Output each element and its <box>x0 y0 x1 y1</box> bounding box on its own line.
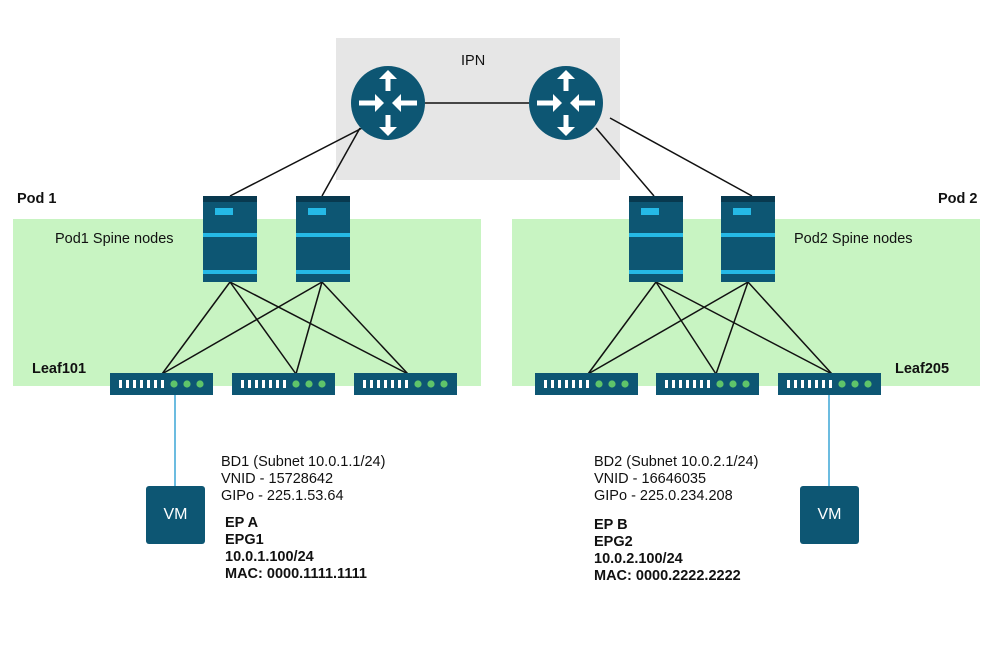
leaf-switch-icon <box>656 373 759 395</box>
pod2-label: Pod 2 <box>938 191 978 207</box>
leaf-switch-icon <box>110 373 213 395</box>
link-p1-s1-l3 <box>229 281 409 375</box>
bd2-subnet: BD2 (Subnet 10.0.2.1/24) <box>594 454 759 470</box>
link-router2-spine4 <box>609 117 753 197</box>
spine-switch-icon <box>629 196 683 282</box>
pod2-spine-label: Pod2 Spine nodes <box>794 231 913 247</box>
bd2-vnid: VNID - 16646035 <box>594 471 707 487</box>
pod1-spine-label: Pod1 Spine nodes <box>55 231 174 247</box>
link-p2-s1-l1 <box>587 281 657 375</box>
ep-a-name: EP A <box>225 515 259 531</box>
bd1-info: BD1 (Subnet 10.0.1.1/24) VNID - 15728642… <box>221 454 385 505</box>
ep-b-info: EP B EPG2 10.0.2.100/24 MAC: 0000.2222.2… <box>594 517 741 585</box>
leaf-switch-icon <box>354 373 457 395</box>
links <box>161 102 833 375</box>
ep-a-mac: MAC: 0000.1111.1111 <box>225 566 367 582</box>
pod1-label: Pod 1 <box>17 191 57 207</box>
leaf-switch-icon <box>778 373 881 395</box>
ep-a-info: EP A EPG1 10.0.1.100/24 MAC: 0000.1111.1… <box>225 515 367 583</box>
link-p1-s1-l2 <box>229 281 297 375</box>
vm-box <box>146 486 205 544</box>
ep-a-ip: 10.0.1.100/24 <box>225 549 314 565</box>
spine-switch-icon <box>203 196 257 282</box>
link-router1-spine1 <box>229 123 371 197</box>
bd1-subnet: BD1 (Subnet 10.0.1.1/24) <box>221 454 386 470</box>
vm-label: VM <box>163 506 188 523</box>
link-p2-s2-l1 <box>587 281 749 375</box>
vm-label: VM <box>817 506 842 523</box>
link-p1-s2-l2 <box>295 281 323 375</box>
ep-a-epg: EPG1 <box>225 532 264 548</box>
ep-b-mac: MAC: 0000.2222.2222 <box>594 568 741 584</box>
leaf205-label: Leaf205 <box>895 361 950 377</box>
router-icon <box>529 66 603 140</box>
link-p2-s2-l2 <box>715 281 749 375</box>
bd2-info: BD2 (Subnet 10.0.2.1/24) VNID - 16646035… <box>594 454 758 505</box>
link-router1-spine2 <box>321 127 361 197</box>
spine-switch-icon <box>296 196 350 282</box>
link-p1-s2-l3 <box>321 281 409 375</box>
router-icon <box>351 66 425 140</box>
bd2-gipo: GIPo - 225.0.234.208 <box>594 488 733 504</box>
ep-b-epg: EPG2 <box>594 534 633 550</box>
link-p2-s1-l2 <box>655 281 717 375</box>
link-p1-s2-l1 <box>161 281 323 375</box>
ipn-label: IPN <box>461 53 486 69</box>
link-router2-spine3 <box>595 127 655 197</box>
link-p2-s2-l3 <box>747 281 833 375</box>
ep-b-ip: 10.0.2.100/24 <box>594 551 683 567</box>
bd1-gipo: GIPo - 225.1.53.64 <box>221 488 344 504</box>
vm-box <box>800 486 859 544</box>
spine-switch-icon <box>721 196 775 282</box>
link-p2-s1-l3 <box>655 281 833 375</box>
bd1-vnid: VNID - 15728642 <box>221 471 334 487</box>
leaf101-label: Leaf101 <box>32 361 87 377</box>
leaf-switch-icon <box>232 373 335 395</box>
leaf-switch-icon <box>535 373 638 395</box>
ep-b-name: EP B <box>594 517 628 533</box>
link-p1-s1-l1 <box>161 281 231 375</box>
